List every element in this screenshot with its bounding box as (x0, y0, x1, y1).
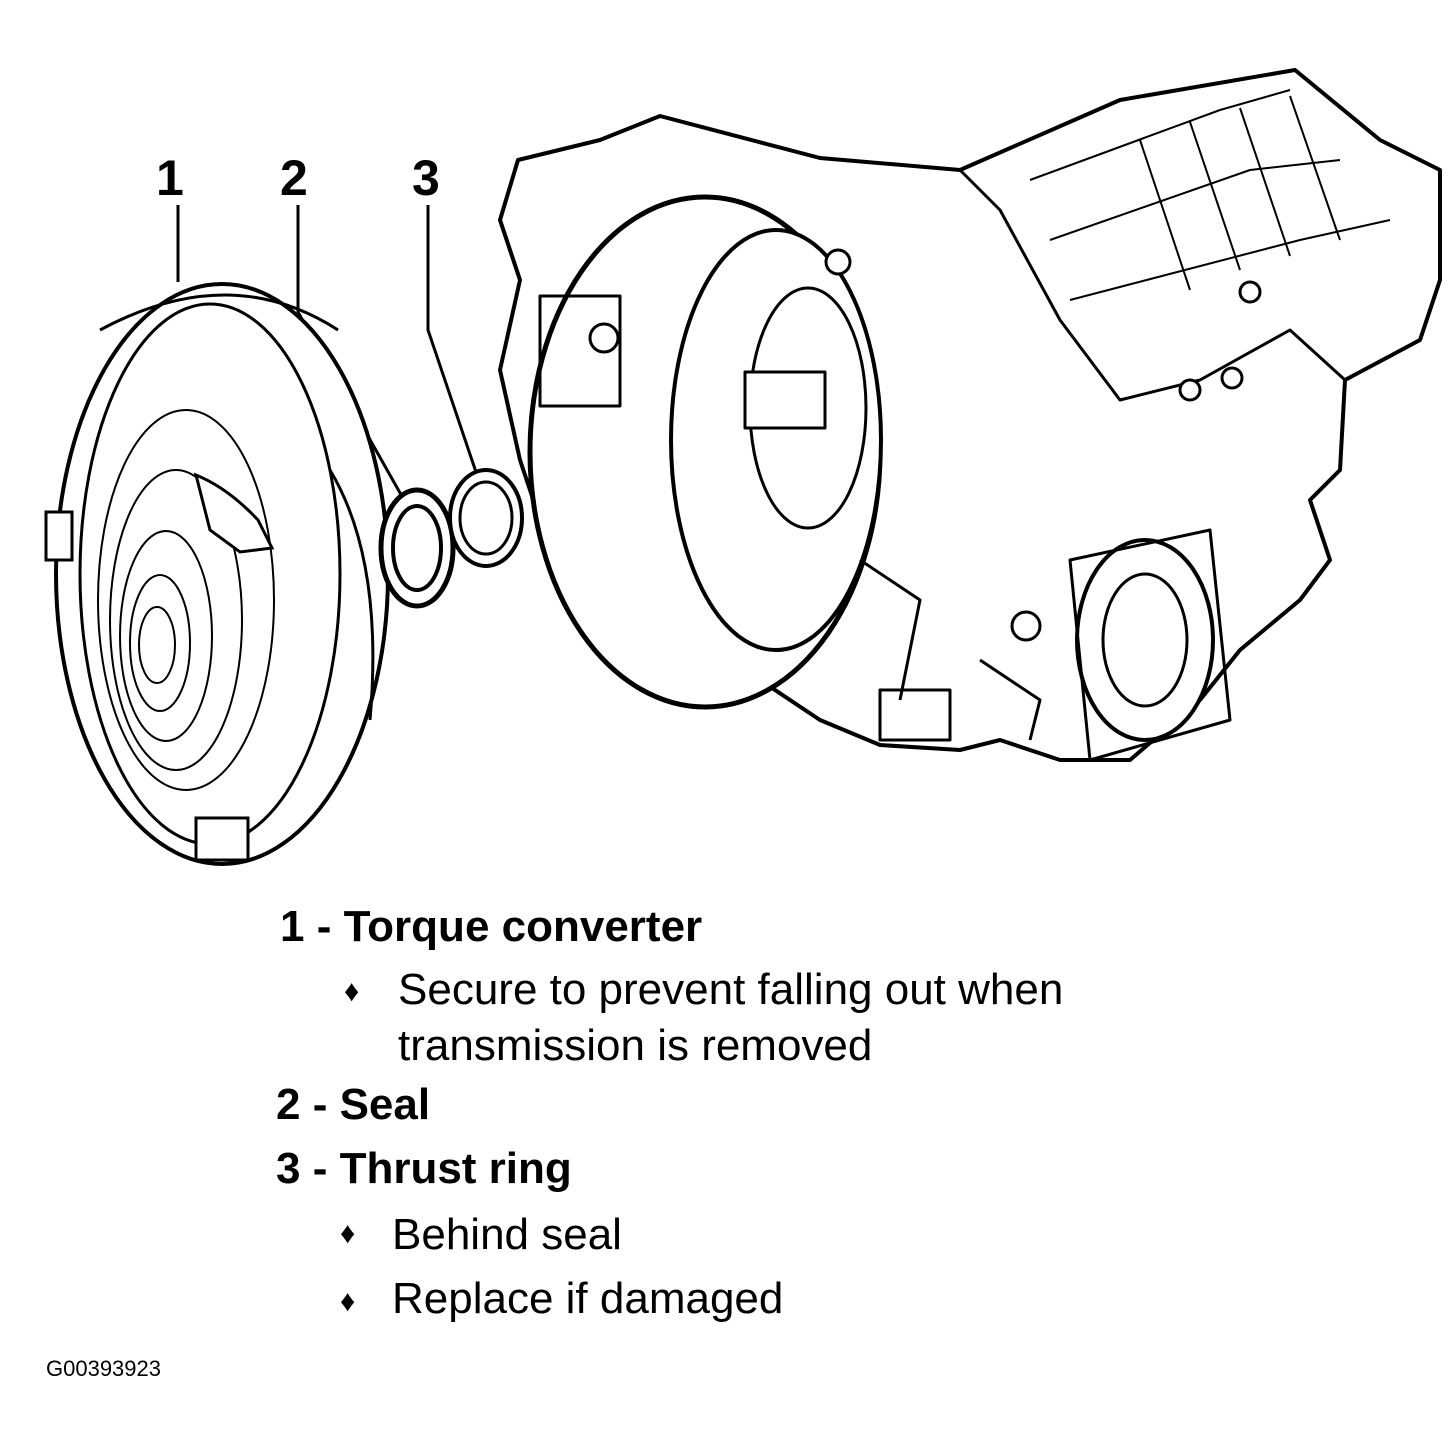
leader-line-3 (426, 205, 480, 479)
transmission-housing-drawing (498, 68, 1442, 762)
legend-note-behind-seal: Behind seal (392, 1210, 622, 1259)
callout-number-3: 3 (412, 150, 440, 206)
legend-item-seal: 2 - Seal (276, 1080, 431, 1129)
legend-note-secure: Secure to prevent falling out when trans… (398, 965, 1064, 1070)
seal-drawing (378, 487, 456, 609)
legend-item-thrust-ring: 3 - Thrust ring (276, 1144, 572, 1193)
torque-converter-drawing (44, 282, 390, 866)
legend-item-torque-converter: 1 - Torque converter (280, 902, 703, 951)
figure-id: G00393923 (46, 1356, 161, 1381)
bullet-icon: ♦ (340, 1217, 356, 1250)
transmission-exploded-illustration (44, 68, 1442, 866)
bullet-icon: ♦ (344, 975, 360, 1008)
callout-number-1: 1 (156, 150, 184, 206)
thrust-ring-drawing (448, 468, 524, 568)
bullet-icon: ♦ (340, 1285, 356, 1318)
legend-note-replace: Replace if damaged (392, 1274, 784, 1323)
callout-number-2: 2 (280, 150, 308, 206)
